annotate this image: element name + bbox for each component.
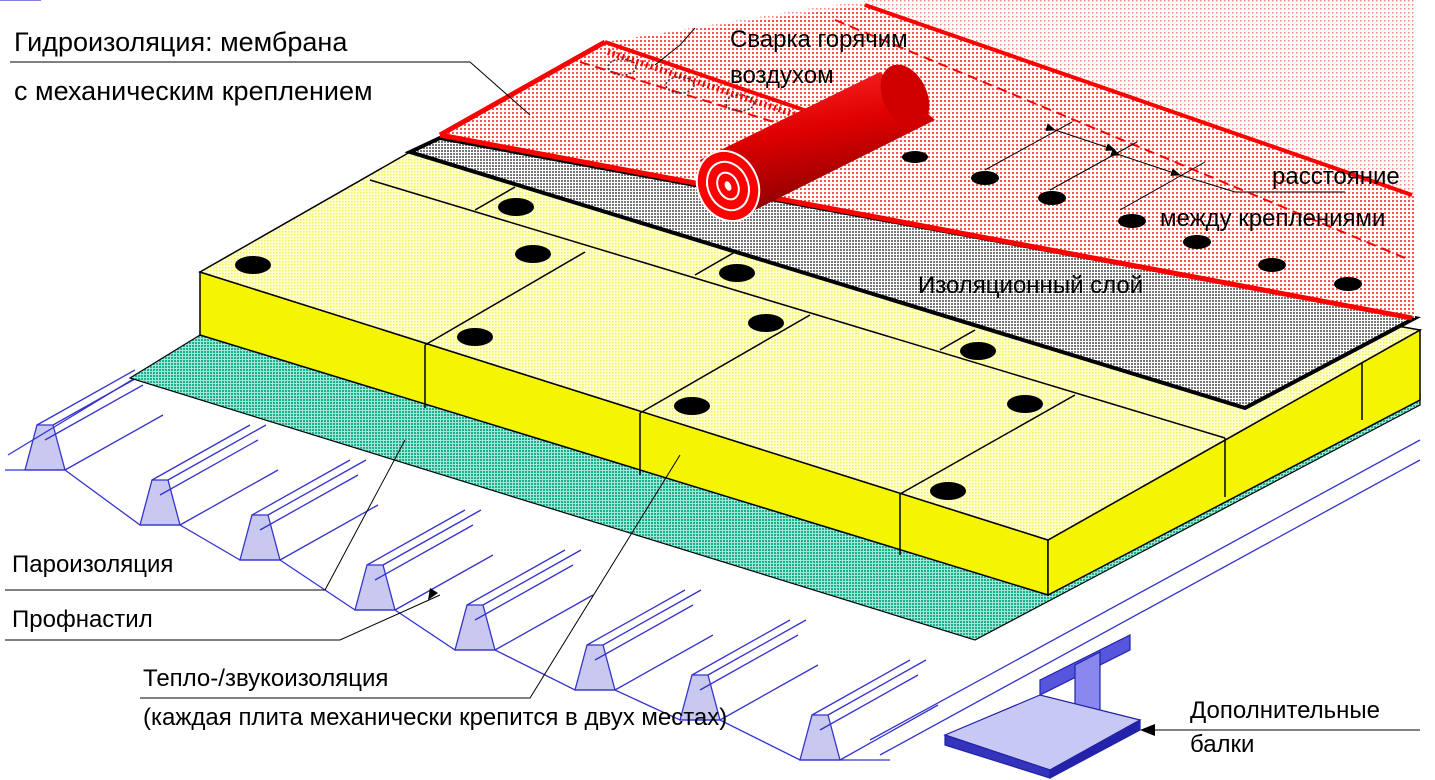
vapor-barrier-label: Пароизоляция — [12, 551, 174, 578]
beams-label-line2: балки — [1190, 731, 1255, 758]
distance-label-line1: расстояние — [1272, 163, 1400, 190]
membrane-label-line2: с механическим креплением — [14, 76, 373, 106]
thermal-label-line2: (каждая плита механически крепится в дву… — [143, 704, 728, 731]
distance-dimension — [984, 121, 1345, 211]
fasteners — [235, 198, 1043, 500]
i-beam — [943, 634, 1142, 779]
membrane-label-line1: Гидроизоляция: мембрана — [14, 27, 348, 57]
leader-lines — [5, 27, 1420, 731]
membrane — [440, 5, 1415, 318]
beams-label-line1: Дополнительные — [1190, 697, 1380, 724]
profiled-deck — [0, 0, 1421, 761]
membrane-fasteners — [902, 151, 1362, 291]
thermal-insulation — [198, 151, 1423, 597]
welding-label-line2: воздухом — [730, 62, 834, 89]
thermal-label-line1: Тепло-/звукоизоляция — [143, 665, 389, 692]
membrane-edges — [438, 3, 1413, 321]
hidden-fasteners — [607, 58, 755, 112]
profiled-deck-label: Профнастил — [12, 606, 153, 633]
distance-label-line2: между креплениями — [1160, 205, 1386, 232]
membrane-roll — [695, 64, 935, 223]
insulation-layer-label: Изоляционный слой — [918, 272, 1144, 299]
welding-label-line1: Сварка горячим — [730, 26, 908, 53]
